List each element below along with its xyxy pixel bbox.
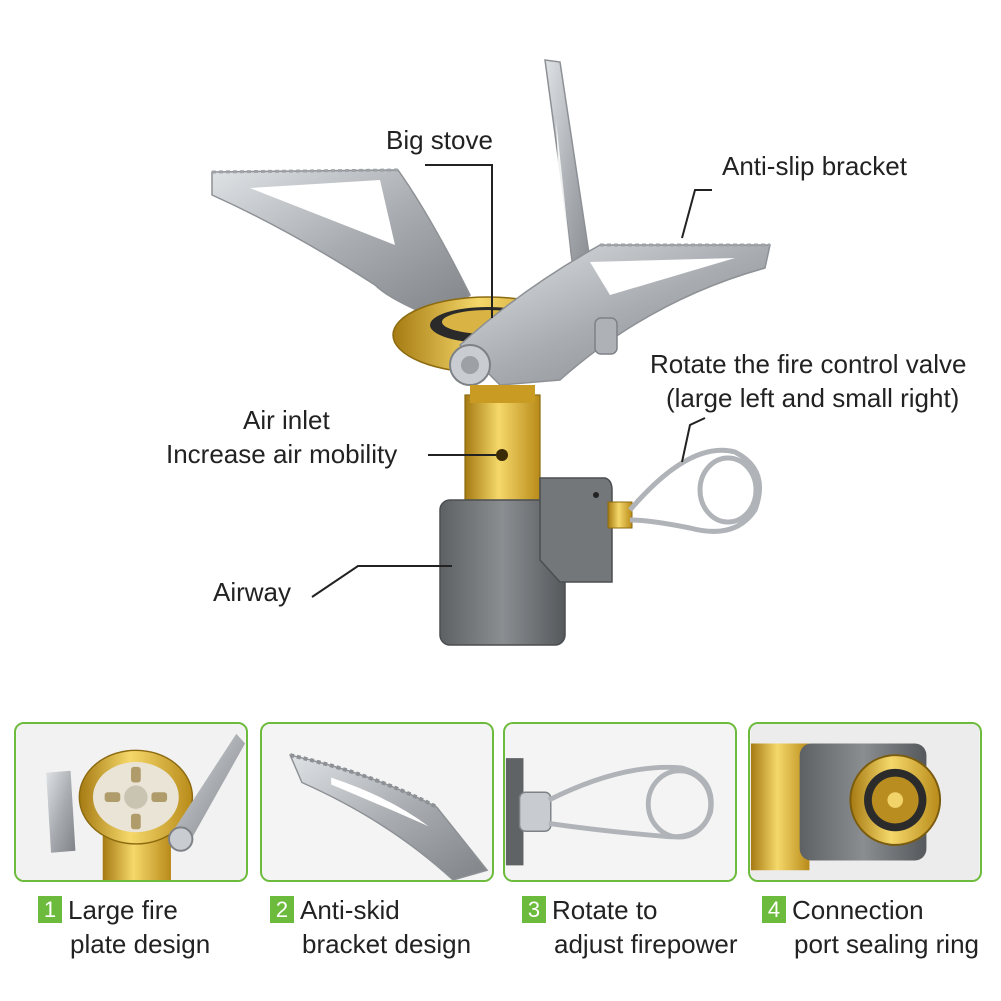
- callout-leaders: [311, 164, 712, 598]
- valve-housing: [439, 477, 633, 646]
- feature-panel-sealing-ring: [748, 722, 982, 882]
- callout-valve-line2: (large left and small right): [666, 383, 960, 413]
- feature-number-badge: 3: [522, 896, 546, 923]
- callout-anti-slip-bracket: Anti-slip bracket: [722, 151, 907, 181]
- valve-loop-closeup: [505, 724, 735, 880]
- feature-number-badge: 1: [38, 896, 62, 923]
- feature-caption-line1: Rotate to: [552, 895, 658, 925]
- feature-caption-line1: Anti-skid: [300, 895, 400, 925]
- feature-caption-line1: Connection: [792, 895, 924, 925]
- feature-number-badge: 4: [762, 896, 786, 923]
- valve-wire-loop: [628, 447, 762, 534]
- callout-big-stove: Big stove: [386, 125, 493, 155]
- connection-port-closeup: [750, 724, 980, 880]
- bracket-closeup: [262, 724, 492, 880]
- callout-air-inlet-line2: Increase air mobility: [166, 439, 398, 469]
- feature-caption-line2: adjust firepower: [554, 929, 738, 959]
- feature-caption-line2: plate design: [70, 929, 211, 959]
- callout-valve-line1: Rotate the fire control valve: [650, 349, 967, 379]
- callout-air-inlet-line1: Air inlet: [243, 405, 330, 435]
- feature-number-badge: 2: [270, 896, 294, 923]
- callout-airway: Airway: [213, 577, 292, 607]
- feature-panel-anti-skid: [260, 722, 494, 882]
- feature-caption-line2: bracket design: [302, 929, 472, 959]
- right-pot-support: [449, 243, 771, 386]
- left-pot-support: [211, 168, 471, 321]
- stove-illustration: [211, 59, 771, 646]
- feature-caption-line1: Large fire: [68, 895, 178, 925]
- feature-panel-rotate-valve: [503, 722, 737, 882]
- feature-caption-line2: port sealing ring: [794, 929, 979, 959]
- feature-panel-fire-plate: [14, 722, 248, 882]
- fire-plate-closeup: [16, 724, 246, 880]
